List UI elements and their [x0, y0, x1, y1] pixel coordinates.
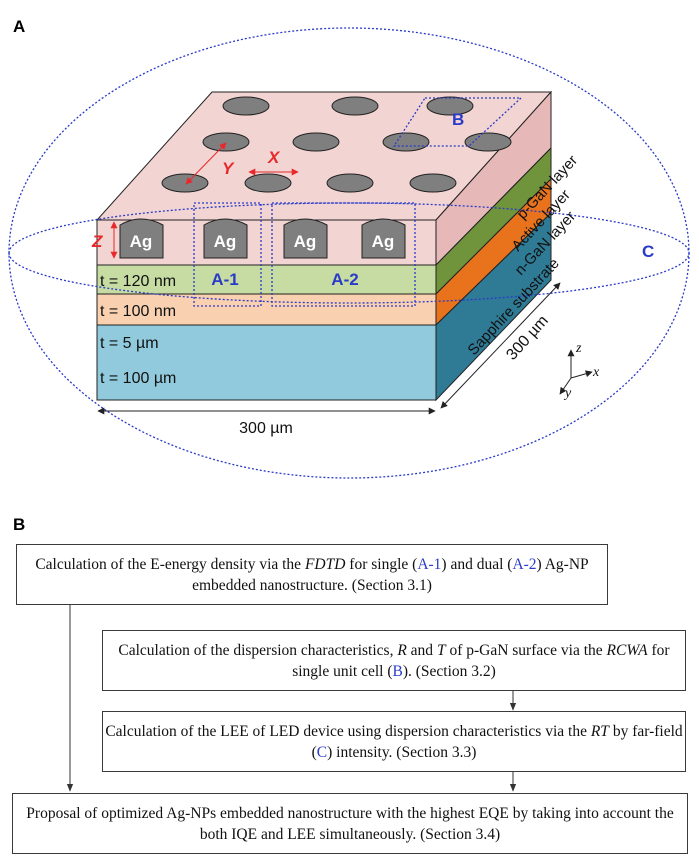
ag-label: Ag — [372, 232, 395, 251]
region-a1 — [193, 202, 262, 307]
unit-cell-label: B — [452, 110, 464, 129]
top-np — [161, 173, 209, 193]
flow-box-fdtd-text: Calculation of the E-energy density via … — [35, 555, 589, 594]
thickness-label-active: t = 100 nm — [100, 303, 176, 320]
ag-np-shape — [119, 218, 164, 259]
depth-dimension-arrow — [440, 282, 561, 409]
ag-np-shape — [203, 218, 248, 259]
top-np — [244, 173, 292, 193]
flow-box-proposal: Proposal of optimized Ag-NPs embedded na… — [12, 793, 688, 854]
thickness-label-pgan: t = 120 nm — [100, 273, 176, 290]
panel-b-label: B — [13, 515, 26, 534]
led-structure-diagram: Ag Ag Ag Ag Y X Z B C A-1 A-2 t = 120 nm… — [8, 27, 690, 479]
x-label: X — [267, 148, 281, 167]
ag-np-shape — [283, 218, 328, 259]
width-dimension-label: 300 µm — [239, 420, 293, 437]
axis-z-label: z — [575, 341, 582, 356]
axis-y-label: y — [563, 386, 572, 401]
region-a2-label: A-2 — [331, 270, 358, 289]
unit-cell-b — [392, 97, 523, 147]
top-np — [222, 96, 270, 116]
front-face-ngan — [96, 293, 437, 326]
far-field-equator — [8, 252, 690, 304]
top-nanoparticles — [161, 96, 512, 193]
region-a2 — [271, 202, 416, 307]
top-np — [202, 132, 250, 152]
coordinate-axes — [559, 349, 593, 395]
region-a1-label: A-1 — [211, 270, 238, 289]
y-label: Y — [222, 159, 235, 178]
top-np — [326, 173, 374, 193]
thickness-label-sapphire: t = 100 µm — [100, 370, 176, 387]
flow-box-fdtd: Calculation of the E-energy density via … — [16, 544, 608, 605]
axis-x-label: x — [592, 365, 600, 380]
front-face-sapphire — [96, 324, 437, 401]
ag-label: Ag — [214, 232, 237, 251]
flow-box-rt: Calculation of the LEE of LED device usi… — [102, 711, 686, 772]
front-face-active — [96, 264, 437, 295]
top-np — [382, 132, 430, 152]
ag-np-shape — [361, 218, 406, 259]
top-np — [464, 132, 512, 152]
z-label: Z — [91, 232, 103, 251]
ag-label: Ag — [294, 232, 317, 251]
flow-box-rcwa: Calculation of the dispersion characteri… — [102, 630, 686, 691]
far-field-equator-back — [8, 202, 690, 254]
flow-box-rcwa-text: Calculation of the dispersion characteri… — [118, 641, 670, 680]
top-np — [426, 96, 474, 116]
top-np — [409, 173, 457, 193]
thickness-label-ngan: t = 5 µm — [100, 335, 159, 352]
far-field-label: C — [642, 242, 654, 261]
panel-a-label: A — [13, 17, 26, 36]
flow-box-proposal-text: Proposal of optimized Ag-NPs embedded na… — [26, 804, 674, 843]
front-nanoparticles — [119, 218, 406, 259]
top-np — [331, 96, 379, 116]
flow-box-rt-text: Calculation of the LEE of LED device usi… — [105, 722, 683, 761]
ag-label: Ag — [130, 232, 153, 251]
y-arrow — [185, 142, 227, 185]
top-np — [292, 132, 340, 152]
